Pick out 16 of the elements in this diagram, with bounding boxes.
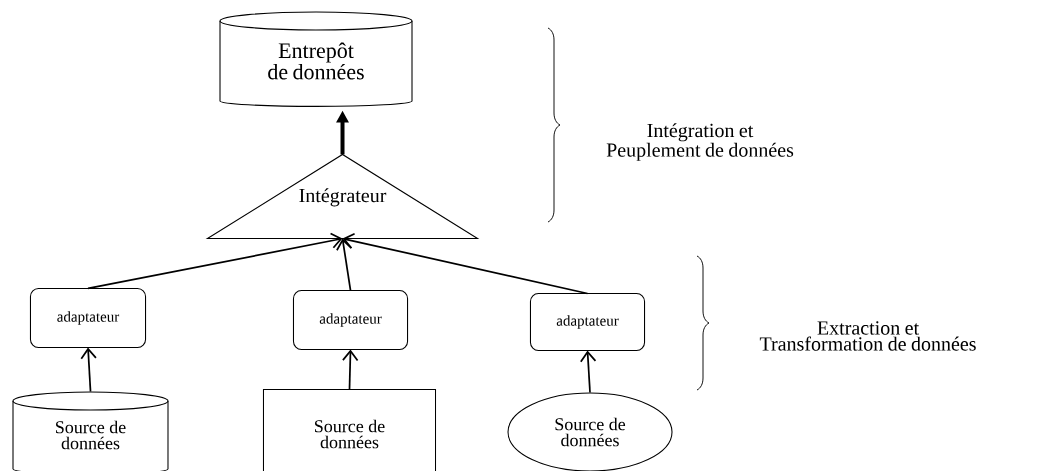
- arrow: [336, 238, 353, 292]
- group-label: Intégration et Peuplement de données: [606, 123, 794, 161]
- adapter-box: adaptateur: [29, 287, 147, 349]
- adapter-box: adaptateur: [292, 289, 409, 351]
- arrow: [342, 232, 589, 295]
- database-cylinder: Source de données: [12, 391, 169, 471]
- database-cylinder: Entrepôt de données: [219, 11, 413, 107]
- source-box: Source de données: [262, 388, 437, 471]
- node-label: Source de données: [56, 420, 126, 450]
- group-label: Extraction et Transformation de données: [759, 321, 976, 351]
- arrow: [342, 349, 359, 391]
- arrow: [87, 232, 343, 290]
- arrow: [80, 347, 97, 393]
- arrow: [579, 350, 597, 394]
- node-label: Entrepôt de données: [268, 42, 364, 80]
- adapter-box: adaptateur: [529, 292, 646, 352]
